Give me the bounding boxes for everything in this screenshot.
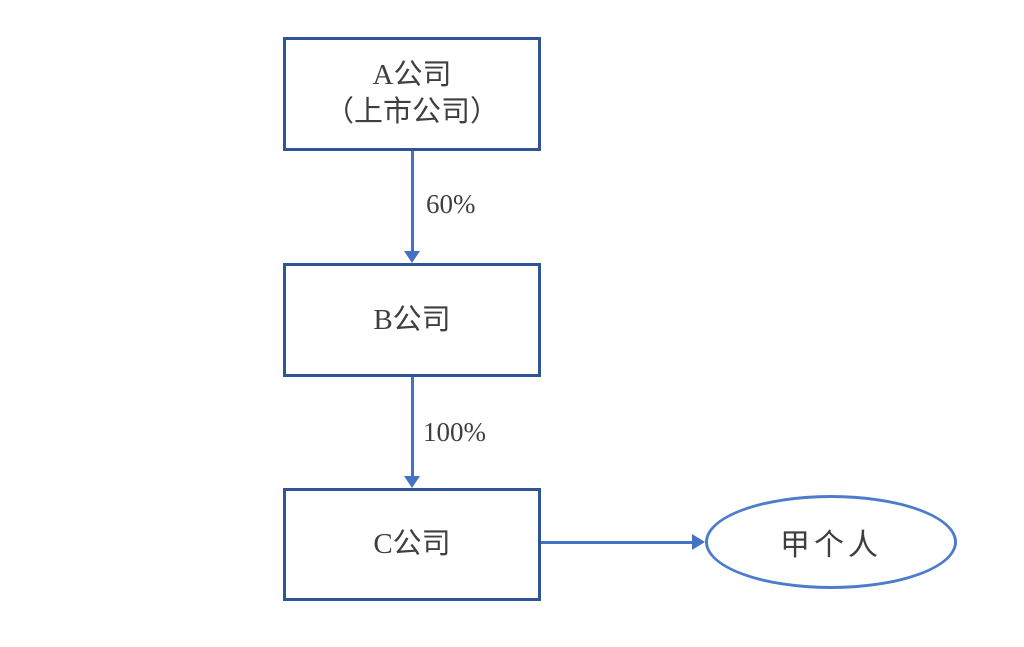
node-company-a: A公司 （上市公司） xyxy=(283,37,541,151)
edge-c-to-person-line xyxy=(541,541,693,544)
node-company-a-label-line1: A公司 xyxy=(372,59,452,91)
node-company-b: B公司 xyxy=(283,263,541,377)
edge-a-to-b-arrowhead-icon xyxy=(404,251,420,263)
edge-b-to-c-arrowhead-icon xyxy=(404,476,420,488)
node-company-c-label: C公司 xyxy=(373,528,451,560)
edge-b-to-c-label: 100% xyxy=(423,417,486,447)
edge-a-to-b-line xyxy=(411,151,414,253)
node-company-a-label-line2: （上市公司） xyxy=(324,96,499,128)
node-person-jia: 甲个人 xyxy=(705,495,957,589)
edge-c-to-person-arrowhead-icon xyxy=(692,534,705,550)
edge-b-to-c-line xyxy=(411,377,414,478)
edge-a-to-b-label: 60% xyxy=(426,189,476,219)
node-person-jia-label: 甲个人 xyxy=(780,529,882,562)
node-company-c: C公司 xyxy=(283,488,541,601)
node-company-b-label: B公司 xyxy=(373,303,451,336)
